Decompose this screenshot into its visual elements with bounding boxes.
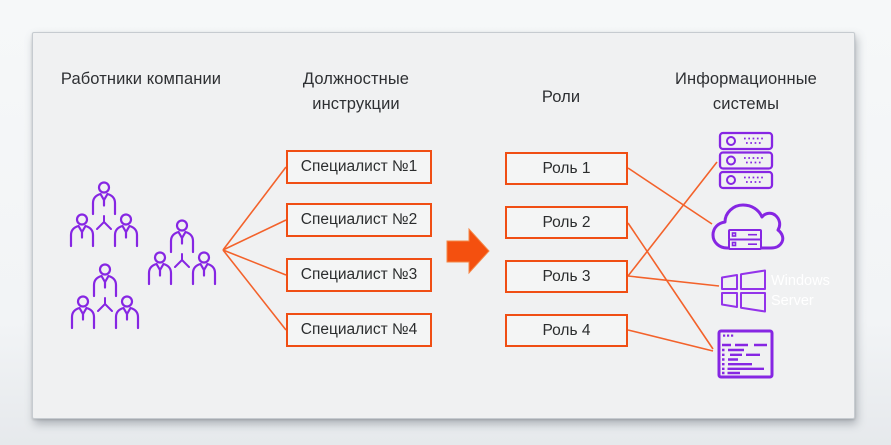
specialist-box-3: Специалист №3 [286,258,432,292]
specialist-box-2: Специалист №2 [286,203,432,237]
column-title-systems: Информационные системы [675,70,817,113]
role-box-4: Роль 4 [505,314,628,347]
column-title-instructions: Должностные инструкции [302,70,410,113]
specialist-box-1: Специалист №1 [286,150,432,184]
role-box-1: Роль 1 [505,152,628,185]
role-box-2: Роль 2 [505,206,628,239]
windows-server-label: Windows Server [771,273,830,309]
column-title-employees: Работники компании [60,70,222,88]
column-title-roles: Роли [541,88,581,106]
role-box-3: Роль 3 [505,260,628,293]
specialist-box-4: Специалист №4 [286,313,432,347]
